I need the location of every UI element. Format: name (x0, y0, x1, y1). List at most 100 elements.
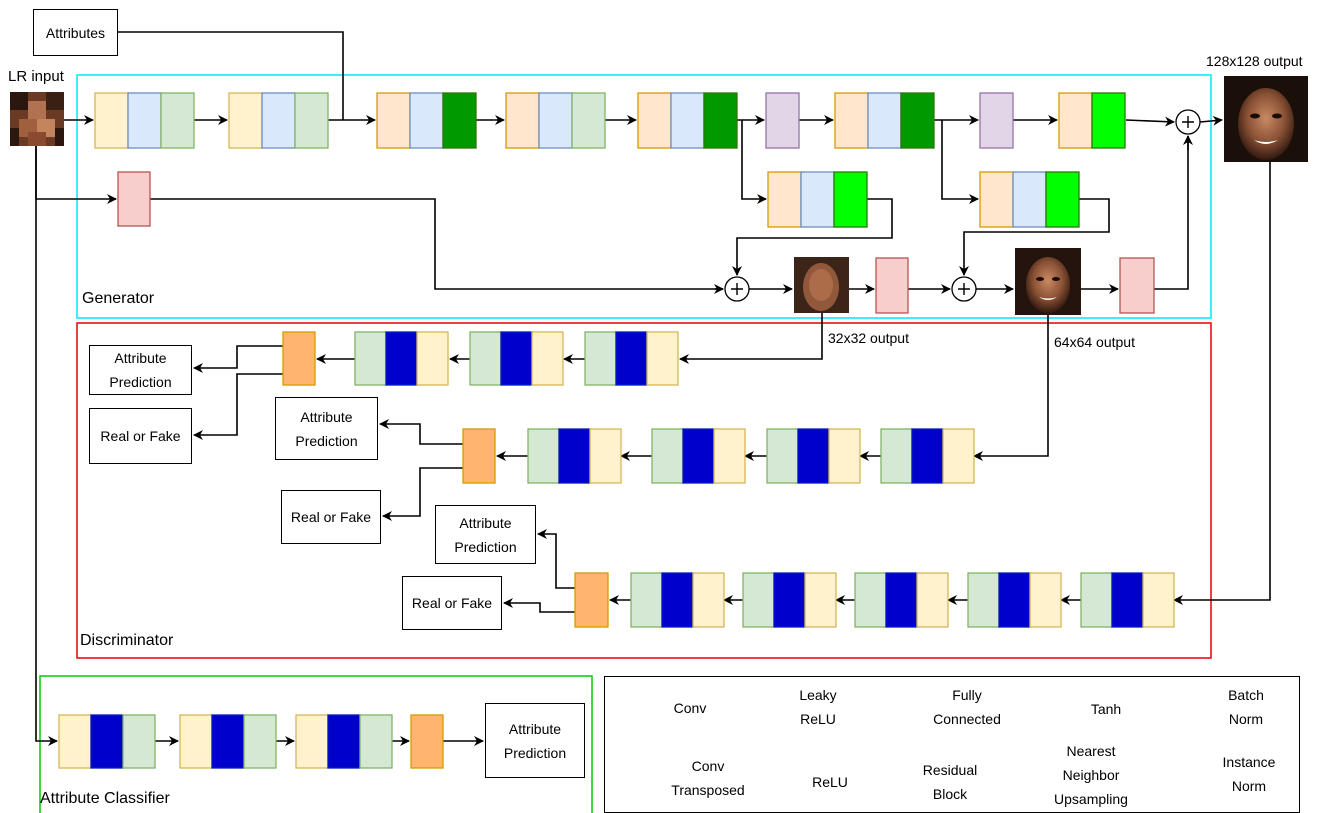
d3-fully-connected (574, 572, 609, 628)
attributes-label: Attributes (45, 24, 106, 41)
leaky-relu-layer (651, 428, 684, 484)
wire-d3-attr (537, 529, 575, 589)
instance-norm-layer (682, 428, 715, 484)
conv-transposed-layer (376, 92, 411, 149)
conv-layer (646, 331, 679, 386)
output-64-label: 64x64 output (1054, 334, 1135, 350)
relu-layer (703, 92, 738, 149)
batch-norm-layer (1012, 171, 1047, 228)
wire-branch-2 (941, 120, 979, 204)
classifier-attribute-prediction-box: Attribute Prediction (485, 703, 585, 778)
conv-transposed-layer (1058, 92, 1093, 149)
conv-layer (58, 714, 92, 769)
wire-d1-in (679, 313, 823, 364)
wire-d2-in (973, 315, 1049, 461)
wire-d2-attr (379, 419, 463, 445)
batch-norm-layer (538, 92, 573, 149)
attribute-classifier-label: Attribute Classifier (40, 790, 170, 807)
d3-real-or-fake-box: Real or Fake (402, 576, 502, 630)
conv-transposed-layer (505, 92, 540, 149)
conv-transposed-layer (834, 92, 869, 149)
d2-attribute-prediction-box: Attribute Prediction (275, 397, 378, 460)
legend-leaky-relu-label: Leaky ReLU (799, 687, 837, 727)
leaky-relu-layer (354, 331, 387, 386)
conv-layer (942, 428, 975, 484)
wire-g9 (1125, 116, 1175, 127)
legend-conv-label: Conv (673, 700, 707, 716)
wire-d1-rf (193, 373, 283, 440)
d1-attribute-prediction-box: Attribute Prediction (89, 345, 192, 395)
attributes-input-box: Attributes (33, 9, 118, 56)
wire-classifier-in (35, 146, 58, 746)
conv-layer (828, 428, 861, 484)
wire-d3-rf (503, 598, 575, 613)
leaky-relu-layer (160, 92, 195, 149)
conv-layer (531, 331, 564, 386)
instance-norm-layer (911, 428, 944, 484)
conv-layer (179, 714, 213, 769)
conv-transposed-layer (979, 171, 1014, 228)
legend-batch-norm-label: Batch Norm (1228, 687, 1264, 727)
d2-attribute-prediction-text: Attribute Prediction (295, 408, 358, 449)
instance-norm-layer (773, 572, 806, 628)
wire-lr-skip (35, 146, 117, 204)
leaky-relu-layer (527, 428, 560, 484)
leaky-relu-layer (630, 572, 663, 628)
leaky-relu-layer (1080, 572, 1113, 628)
tanh-layer (1091, 92, 1126, 149)
conv-transposed-layer (637, 92, 672, 149)
output-128-label: 128x128 output (1206, 53, 1303, 69)
instance-norm-layer (1111, 572, 1144, 628)
legend-residual-block-label: Residual Block (922, 762, 978, 802)
conv-layer (228, 92, 263, 149)
leaky-relu-layer (742, 572, 775, 628)
conv-transposed-layer (767, 171, 802, 228)
instance-norm-layer (797, 428, 830, 484)
instance-norm-layer (90, 714, 124, 769)
tanh-layer (833, 171, 868, 228)
d1-fully-connected (282, 331, 316, 386)
residual-block-1 (765, 92, 800, 149)
leaky-relu-layer (243, 714, 277, 769)
generator-frame (76, 74, 1212, 319)
leaky-relu-layer (122, 714, 156, 769)
conv-layer (713, 428, 746, 484)
tanh-layer (1045, 171, 1080, 228)
nn-upsampling-32 (875, 257, 909, 314)
d3-attribute-prediction-box: Attribute Prediction (435, 505, 536, 564)
wire-g10 (1199, 115, 1223, 126)
instance-norm-layer (661, 572, 694, 628)
instance-norm-layer (211, 714, 245, 769)
conv-layer (94, 92, 129, 149)
discriminator-label: Discriminator (80, 632, 174, 649)
wire-up-to-sum128 (1154, 136, 1189, 290)
instance-norm-layer (385, 331, 418, 386)
legend-tanh-label: Tanh (1090, 701, 1122, 717)
legend-panel (604, 676, 1300, 813)
lr-input-face-image (10, 92, 64, 146)
conv-layer (1142, 572, 1175, 628)
instance-norm-layer (558, 428, 591, 484)
d3-real-or-fake-text: Real or Fake (411, 595, 493, 611)
instance-norm-layer (885, 572, 918, 628)
leaky-relu-layer (294, 92, 329, 149)
conv-layer (916, 572, 949, 628)
d1-attribute-prediction-text: Attribute Prediction (109, 350, 172, 390)
leaky-relu-layer (584, 331, 617, 386)
conv-layer (1029, 572, 1062, 628)
wire-branch-1 (741, 120, 767, 204)
instance-norm-layer (500, 331, 533, 386)
d3-attribute-prediction-text: Attribute Prediction (454, 514, 517, 555)
wire-d2-rf (382, 467, 463, 521)
classifier-attribute-prediction-text: Attribute Prediction (503, 720, 567, 761)
legend-fully-connected-label: Fully Connected (933, 687, 1001, 727)
lr-input-label: LR input (8, 68, 64, 85)
discriminator-frame (76, 322, 1212, 659)
batch-norm-layer (867, 92, 902, 149)
classifier-fully-connected (410, 714, 444, 769)
leaky-relu-layer (469, 331, 502, 386)
instance-norm-layer (998, 572, 1031, 628)
conv-layer (589, 428, 622, 484)
wire-tanh2-to-sum (959, 198, 1110, 276)
generator-label: Generator (82, 290, 155, 307)
